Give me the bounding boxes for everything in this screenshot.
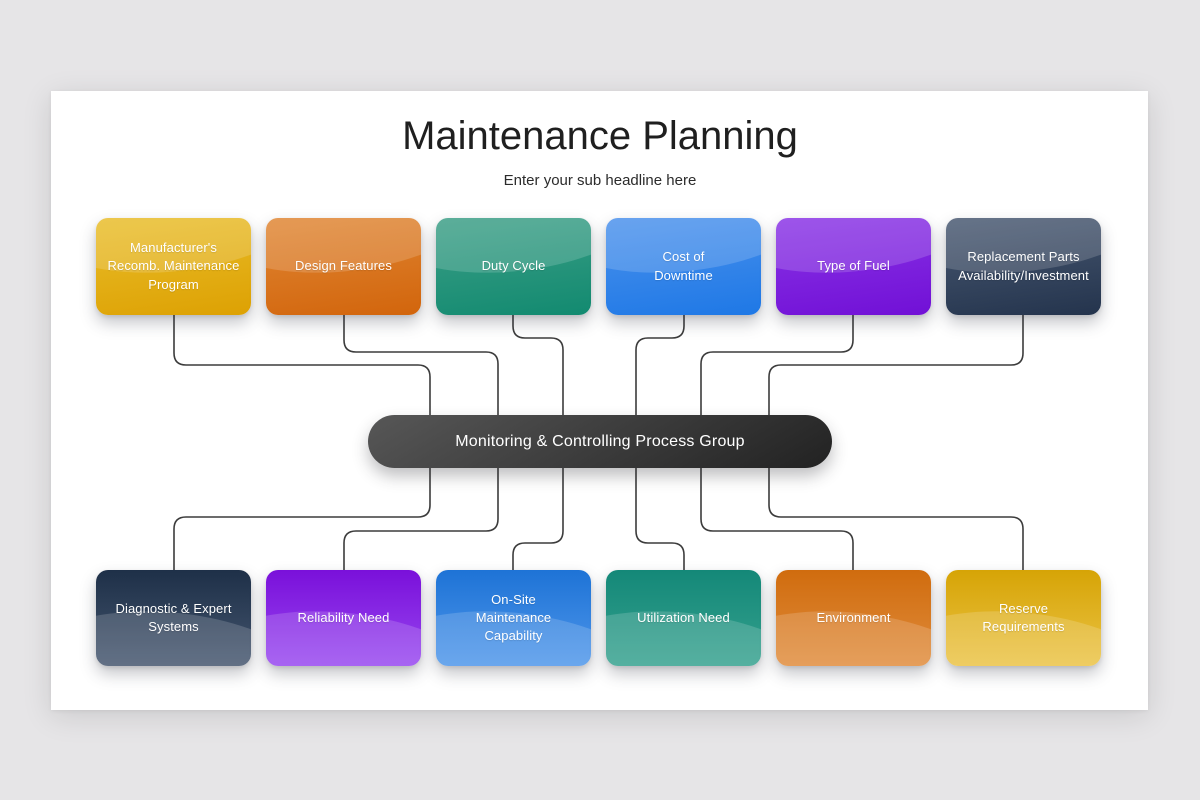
node-label: Cost of Downtime	[654, 249, 713, 283]
node-replacement-parts-availability-investment: Replacement Parts Availability/Investmen…	[946, 218, 1101, 315]
node-label: Environment	[816, 609, 891, 625]
center-process-group-label: Monitoring & Controlling Process Group	[455, 432, 745, 450]
node-label: Utilization Need	[637, 609, 730, 625]
node-reserve-requirements: Reserve Requirements	[946, 570, 1101, 666]
page-subtitle: Enter your sub headline here	[503, 172, 697, 189]
center-process-group-pill: Monitoring & Controlling Process Group	[368, 415, 832, 468]
node-label: On-Site Maintenance Capability	[475, 591, 552, 644]
node-cost-of-downtime: Cost of Downtime	[606, 218, 761, 315]
node-label: Diagnostic & Expert Systems	[115, 600, 232, 634]
node-label: Type of Fuel	[817, 258, 890, 274]
node-type-of-fuel: Type of Fuel	[776, 218, 931, 315]
node-label: Manufacturer's Recomb. Maintenance Progr…	[107, 240, 240, 292]
node-environment: Environment	[776, 570, 931, 666]
node-label: Replacement Parts Availability/Investmen…	[958, 249, 1089, 283]
page-title: Maintenance Planning	[402, 114, 798, 158]
node-manufacturers-recomb-maintenance-program: Manufacturer's Recomb. Maintenance Progr…	[96, 218, 251, 315]
node-utilization-need: Utilization Need	[606, 570, 761, 666]
node-diagnostic-expert-systems: Diagnostic & Expert Systems	[96, 570, 251, 666]
node-label: Duty Cycle	[481, 258, 546, 274]
node-design-features: Design Features	[266, 218, 421, 315]
node-label: Reserve Requirements	[982, 600, 1065, 634]
node-on-site-maintenance-capability: On-Site Maintenance Capability	[436, 570, 591, 666]
node-label: Design Features	[295, 258, 392, 274]
node-reliability-need: Reliability Need	[266, 570, 421, 666]
node-duty-cycle: Duty Cycle	[436, 218, 591, 315]
node-label: Reliability Need	[297, 609, 390, 625]
